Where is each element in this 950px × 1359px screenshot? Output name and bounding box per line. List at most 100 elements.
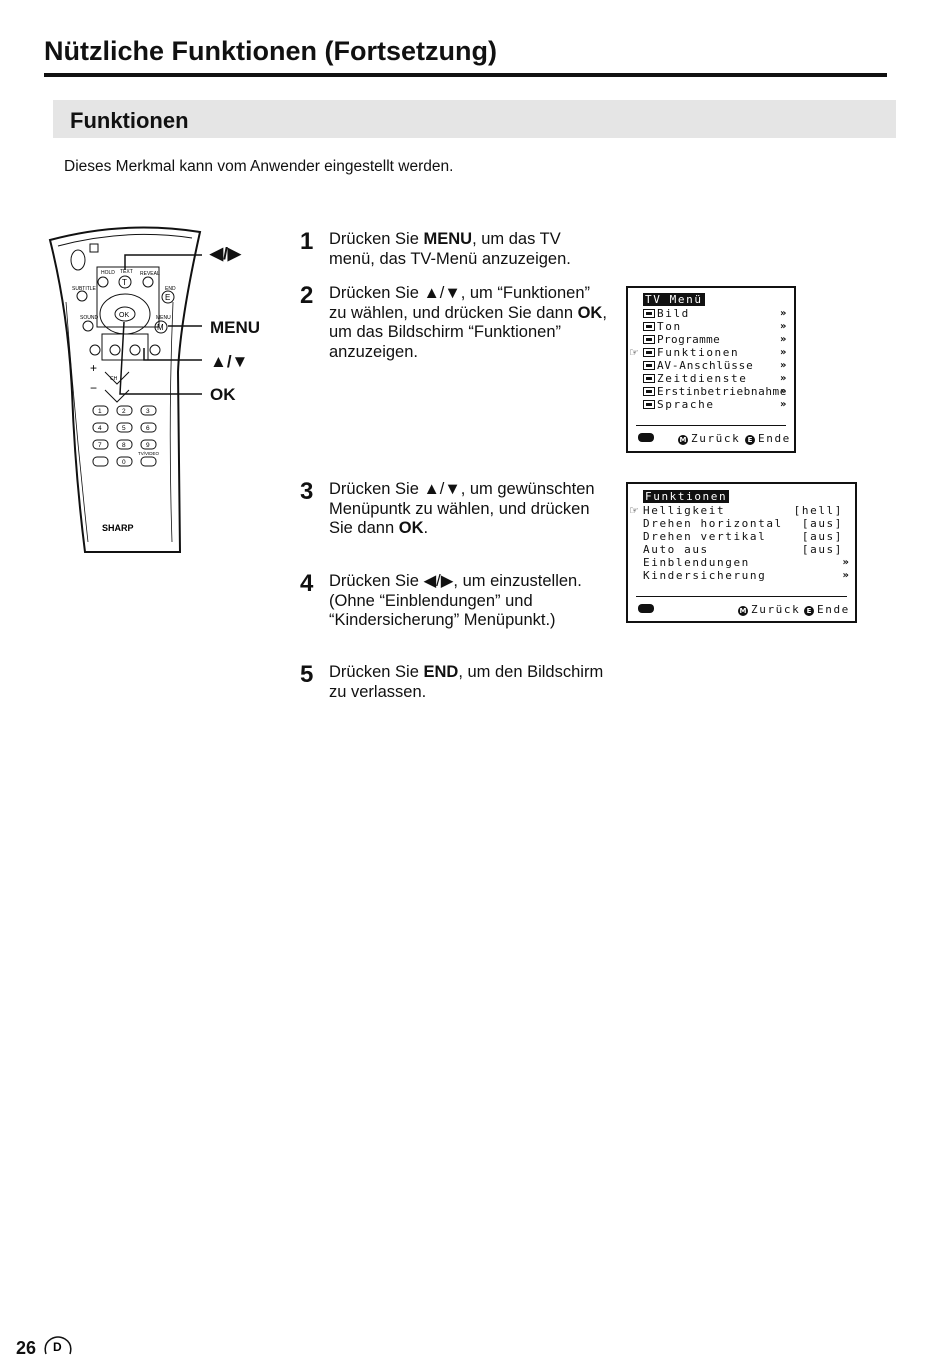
menu-item-bild: Bild	[643, 307, 690, 320]
submenu-arrow: »	[780, 334, 787, 345]
channel-icon	[643, 335, 655, 344]
key-0: 0	[122, 459, 126, 466]
osd-divider	[636, 596, 847, 597]
navigate-icon	[638, 433, 654, 442]
func-value-helligkeit: [hell]	[793, 504, 843, 517]
submenu-arrow: »	[780, 347, 787, 358]
step-number: 3	[300, 478, 314, 505]
remote-illustration: HOLD TEXT REVEAL T SUBTITLE END E SOUND …	[40, 222, 280, 562]
step-text: Drücken Sie ◀/▶, um einzustellen. (Ohne …	[329, 572, 582, 630]
submenu-arrow: »	[780, 308, 787, 319]
func-item-drehen-vertikal: Drehen vertikal	[643, 530, 767, 543]
language-icon	[643, 400, 655, 409]
menu-label: MENU	[156, 315, 171, 321]
page-number: 26 D	[16, 1336, 73, 1359]
functions-menu-screen: Funktionen ☞Helligkeit [hell] Drehen hor…	[626, 482, 857, 623]
picture-icon	[643, 309, 655, 318]
menu-item-sprache: Sprache	[643, 398, 715, 411]
title-rule	[44, 73, 887, 77]
callout-menu: MENU	[210, 318, 261, 337]
language-badge-icon: D	[44, 1336, 72, 1355]
step-number: 5	[300, 661, 314, 688]
key-7: 7	[98, 442, 102, 449]
t-key-label: T	[122, 278, 127, 287]
submenu-arrow: »	[780, 386, 787, 397]
m-key-label: M	[157, 323, 164, 332]
key-6: 6	[146, 425, 150, 432]
pointer-hand-icon: ☞	[629, 346, 639, 359]
av-icon	[643, 361, 655, 370]
intro-text: Dieses Merkmal kann vom Anwender eingest…	[64, 158, 454, 175]
callout-ok: OK	[210, 385, 236, 404]
tv-menu-screen: TV Menü Bild » Ton » Programme » ☞Funkti…	[626, 286, 796, 453]
key-4: 4	[98, 425, 102, 432]
func-item-einblendungen: Einblendungen	[643, 556, 750, 569]
func-item-helligkeit: ☞Helligkeit	[629, 504, 726, 517]
callout-up-down: ▲/▼	[210, 352, 249, 371]
subtitle-label: SUBTITLE	[72, 286, 97, 292]
step-text: Drücken Sie ▲/▼, um “Funktionen” zu wähl…	[329, 284, 607, 361]
step-text: Drücken Sie END, um den Bildschirm zu ve…	[329, 663, 604, 701]
func-value-auto-aus: [aus]	[801, 543, 843, 556]
menu-item-ton: Ton	[643, 320, 682, 333]
key-1: 1	[98, 408, 102, 415]
step-number: 1	[300, 228, 314, 255]
setup-icon	[643, 387, 655, 396]
end-label: END	[165, 286, 176, 292]
callout-left-right: ◀/▶	[210, 244, 241, 263]
func-value-drehen-horizontal: [aus]	[801, 517, 843, 530]
sound-icon	[643, 322, 655, 331]
svg-text:+: +	[90, 361, 97, 375]
key-9: 9	[146, 442, 150, 449]
submenu-arrow: »	[780, 399, 787, 410]
page-title: Nützliche Funktionen (Fortsetzung)	[44, 36, 497, 66]
brand-logo: SHARP	[102, 523, 134, 533]
tvvideo-label: TV/VIDEO	[138, 451, 160, 456]
svg-text:−: −	[90, 381, 97, 395]
step-number: 4	[300, 570, 314, 597]
key-2: 2	[122, 408, 126, 415]
navigate-icon	[638, 604, 654, 613]
ok-key-label: OK	[119, 312, 129, 319]
key-3: 3	[146, 408, 150, 415]
func-item-kindersicherung: Kindersicherung	[643, 569, 767, 582]
language-code: D	[53, 1340, 62, 1354]
tv-menu-title: TV Menü	[643, 293, 705, 306]
submenu-arrow: »	[780, 360, 787, 371]
submenu-arrow: »	[842, 570, 849, 581]
reveal-label: REVEAL	[140, 271, 160, 277]
key-8: 8	[122, 442, 126, 449]
osd-divider	[636, 425, 786, 426]
menu-item-erstinbetriebnahme: Erstinbetriebnahme	[643, 385, 787, 398]
menu-item-funktionen: ☞Funktionen	[629, 346, 740, 359]
step-text: Drücken Sie ▲/▼, um gewünschten Menüpunt…	[329, 480, 595, 538]
menu-item-av: AV-Anschlüsse	[643, 359, 754, 372]
remote-control-image: HOLD TEXT REVEAL T SUBTITLE END E SOUND …	[48, 226, 202, 553]
hold-label: HOLD	[101, 270, 115, 276]
key-5: 5	[122, 425, 126, 432]
submenu-arrow: »	[780, 373, 787, 384]
functions-icon	[643, 348, 655, 357]
submenu-arrow: »	[842, 557, 849, 568]
menu-item-programme: Programme	[643, 333, 720, 346]
step-number: 2	[300, 282, 314, 309]
submenu-arrow: »	[780, 321, 787, 332]
section-header: Funktionen	[53, 100, 896, 138]
section-title: Funktionen	[70, 108, 189, 133]
func-item-drehen-horizontal: Drehen horizontal	[643, 517, 783, 530]
e-key-label: E	[165, 293, 170, 302]
ch-label: CH	[110, 376, 118, 382]
text-label: TEXT	[120, 269, 133, 275]
func-value-drehen-vertikal: [aus]	[801, 530, 843, 543]
pointer-hand-icon: ☞	[629, 504, 639, 517]
step-text: Drücken Sie MENU, um das TV menü, das TV…	[329, 230, 571, 268]
menu-item-zeitdienste: Zeitdienste	[643, 372, 747, 385]
functions-menu-title: Funktionen	[643, 490, 730, 503]
func-item-auto-aus: Auto aus	[643, 543, 709, 556]
sound-label: SOUND	[80, 315, 98, 321]
clock-icon	[643, 374, 655, 383]
